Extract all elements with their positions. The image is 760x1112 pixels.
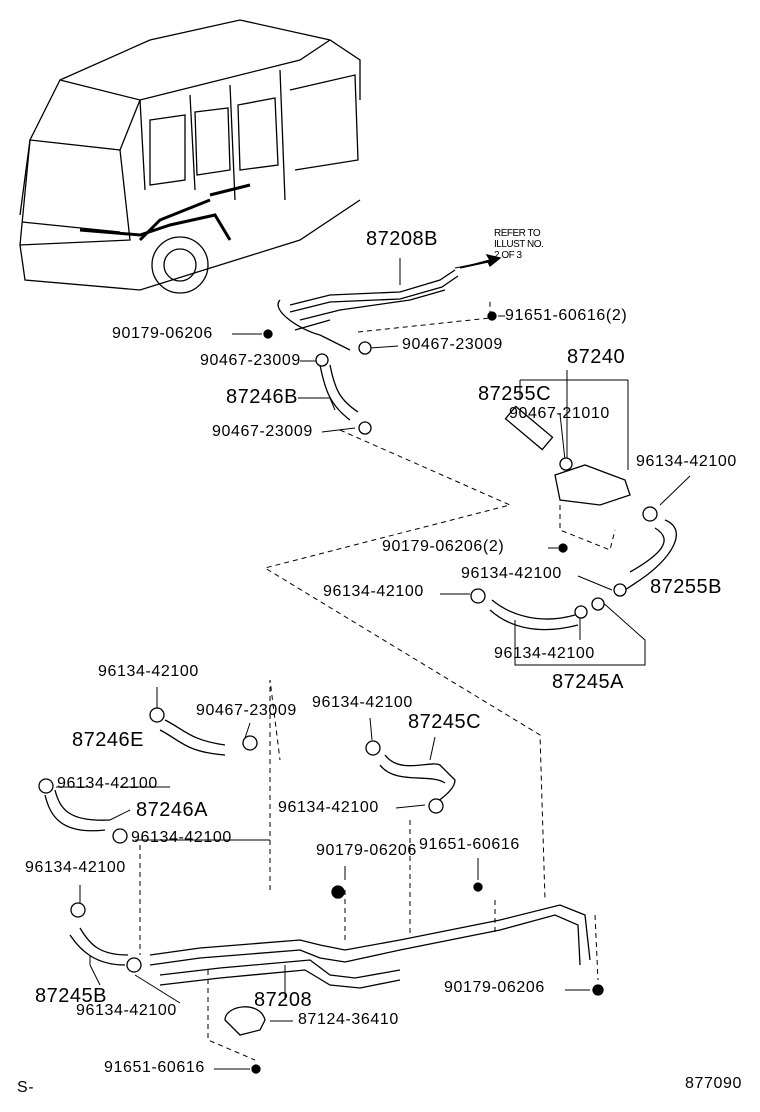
part-label-87245A: 87245A <box>552 671 624 693</box>
hoses <box>44 364 677 966</box>
part-label: 90179-06206 <box>316 842 417 859</box>
hose-clamps <box>38 311 658 1074</box>
part-label-87208B: 87208B <box>366 228 438 250</box>
part-label: 90179-06206 <box>444 979 545 996</box>
dashed-reference-lines <box>139 300 616 1061</box>
part-label: 90467-23009 <box>212 423 313 440</box>
part-label: 96134-42100 <box>323 583 424 600</box>
part-label: 90467-23009 <box>200 352 301 369</box>
part-label: 96134-42100 <box>98 663 199 680</box>
part-label: 87124-36410 <box>298 1011 399 1028</box>
part-label-87255C: 87255C <box>478 383 552 405</box>
part-label-87245B: 87245B <box>35 985 107 1007</box>
part-label-87240: 87240 <box>567 346 626 368</box>
part-label-87255B: 87255B <box>650 576 722 598</box>
pipe-87208B <box>277 254 502 351</box>
refer-note-line2: ILLUST NO. <box>494 239 544 250</box>
part-label: 90179-06206(2) <box>382 538 505 555</box>
part-label: 91651-60616(2) <box>505 307 628 324</box>
part-label: 96134-42100 <box>131 829 232 846</box>
part-label: 96134-42100 <box>312 694 413 711</box>
part-label-87246A: 87246A <box>136 799 208 821</box>
part-label-87246E: 87246E <box>72 729 144 751</box>
part-label-87208: 87208 <box>254 989 313 1011</box>
part-label: 91651-60616 <box>419 836 520 853</box>
leader-lines <box>56 258 691 1070</box>
part-label: 90467-21010 <box>509 405 610 422</box>
refer-note-line1: REFER TO <box>494 228 541 239</box>
part-label: 90467-23009 <box>196 702 297 719</box>
part-label: 96134-42100 <box>494 645 595 662</box>
part-label-87246B: 87246B <box>226 386 298 408</box>
part-label: 90179-06206 <box>112 325 213 342</box>
vehicle-pipe-route <box>79 183 251 242</box>
part-label: 96134-42100 <box>636 453 737 470</box>
part-label: 96134-42100 <box>57 775 158 792</box>
refer-note-line3: 2 OF 3 <box>494 250 522 261</box>
part-label: 96134-42100 <box>278 799 379 816</box>
footer-left-code: S- <box>17 1079 35 1096</box>
refer-note: REFER TO ILLUST NO. 2 OF 3 <box>494 228 544 261</box>
part-label: 90467-23009 <box>402 336 503 353</box>
part-label: 91651-60616 <box>104 1059 205 1076</box>
vehicle-illustration <box>19 19 361 294</box>
part-label-87245C: 87245C <box>408 711 482 733</box>
pipe-87208 <box>149 904 591 1036</box>
illustration-number: 877090 <box>685 1075 742 1092</box>
part-label: 96134-42100 <box>76 1002 177 1019</box>
part-label: 96134-42100 <box>461 565 562 582</box>
part-label: 96134-42100 <box>25 859 126 876</box>
